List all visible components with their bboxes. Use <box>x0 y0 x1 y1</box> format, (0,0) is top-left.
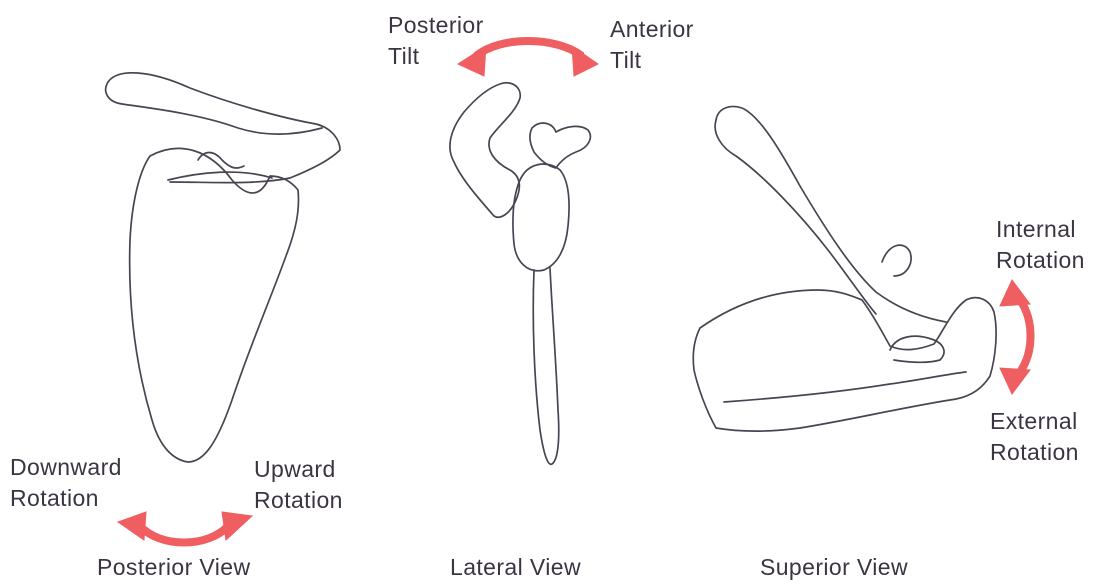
internal-rotation-line1: Internal <box>996 214 1085 245</box>
superior-spine-inner <box>715 120 876 314</box>
upward-rotation-line2: Rotation <box>254 485 343 516</box>
lateral-view-scapula <box>450 83 590 464</box>
lateral-view-caption: Lateral View <box>450 552 581 583</box>
anterior-tilt-line2: Tilt <box>610 45 694 76</box>
posterior-view-caption: Posterior View <box>97 552 250 583</box>
upward-rotation-label: Upward Rotation <box>254 454 343 516</box>
posterior-tilt-line1: Posterior <box>388 10 484 41</box>
lateral-acromion-outline <box>450 83 520 217</box>
internal-rotation-label: Internal Rotation <box>996 214 1085 276</box>
rotation-vertical-double-arrow <box>1000 280 1031 394</box>
lateral-glenoid-outline <box>513 164 569 271</box>
anterior-tilt-line1: Anterior <box>610 14 694 45</box>
posterior-blade-outline <box>130 148 299 462</box>
upward-downward-double-arrow <box>118 512 252 543</box>
superior-spine-outline <box>716 107 946 323</box>
internal-rotation-line2: Rotation <box>996 245 1085 276</box>
posterior-view-scapula <box>106 73 340 462</box>
external-rotation-line1: External <box>990 406 1079 437</box>
upward-rotation-line1: Upward <box>254 454 343 485</box>
posterior-spine-ridge <box>168 172 272 180</box>
posterior-acromion-outline <box>108 73 340 183</box>
posterior-spine-inner <box>106 82 322 134</box>
superior-body-outline <box>693 290 996 431</box>
posterior-tilt-line2: Tilt <box>388 41 484 72</box>
lateral-blade-outline <box>533 268 559 464</box>
downward-rotation-label: Downward Rotation <box>10 452 122 514</box>
downward-rotation-line1: Downward <box>10 452 122 483</box>
anterior-tilt-label: Anterior Tilt <box>610 14 694 76</box>
superior-glenoid-ridge <box>724 372 966 402</box>
external-rotation-line2: Rotation <box>990 437 1079 468</box>
superior-view-caption: Superior View <box>760 552 908 583</box>
posterior-tilt-label: Posterior Tilt <box>388 10 484 72</box>
external-rotation-label: External Rotation <box>990 406 1079 468</box>
downward-rotation-line2: Rotation <box>10 483 122 514</box>
superior-view-scapula <box>693 107 996 432</box>
lateral-coracoid-outline <box>530 123 591 168</box>
superior-coracoid-knob <box>882 245 911 276</box>
